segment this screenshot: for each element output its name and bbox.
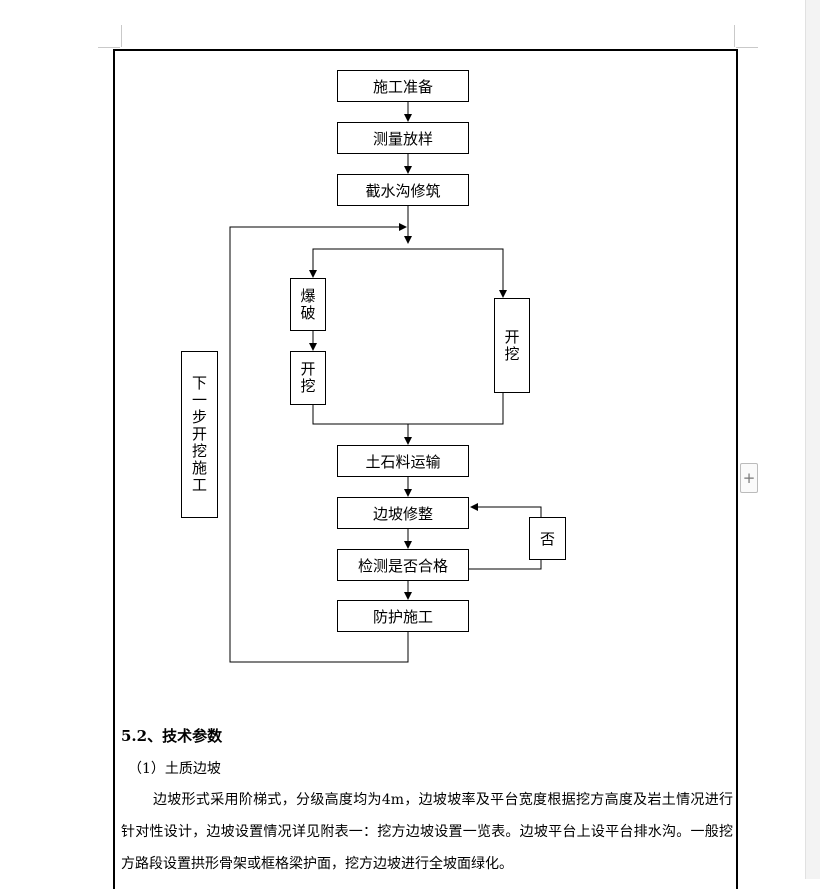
- line-split-horizontal: [312, 248, 504, 297]
- crop-mark-top-right-v: [734, 25, 735, 47]
- flow-step-trim: 边坡修整: [337, 497, 469, 529]
- line-loop-back: [229, 223, 409, 663]
- line-check-to-no: [469, 559, 542, 570]
- add-content-button[interactable]: +: [740, 463, 758, 493]
- crop-mark-top-right-h: [736, 47, 758, 48]
- flow-step-transport: 土石料运输: [337, 445, 469, 477]
- flow-step-blast: 爆破: [290, 278, 326, 331]
- section-subheading: （1）土质边坡: [128, 761, 221, 777]
- section-heading: 5.2、技术参数: [121, 727, 223, 745]
- flow-step-excavate-left: 开挖: [290, 351, 326, 405]
- line-merge: [312, 393, 504, 425]
- flow-step-excavate-right: 开挖: [494, 298, 530, 393]
- body-paragraph: 边坡形式采用阶梯式，分级高度均为4m，边坡坡率及平台宽度根据挖方高度及岩土情况进…: [121, 792, 733, 872]
- flow-step-check: 检测是否合格: [337, 549, 469, 581]
- flow-step-no: 否: [529, 517, 566, 560]
- flow-step-survey: 测量放样: [337, 122, 469, 154]
- flow-step-ditch: 截水沟修筑: [337, 174, 469, 206]
- vertical-scrollbar[interactable]: [805, 0, 820, 879]
- crop-mark-top-left-v: [121, 25, 122, 47]
- crop-mark-top-left-h: [98, 47, 120, 48]
- flow-step-protect: 防护施工: [337, 600, 469, 632]
- arrow-no-to-trim: [470, 503, 542, 517]
- flow-step-prepare: 施工准备: [337, 70, 469, 102]
- document-frame: [113, 49, 738, 889]
- flow-step-next-excavation: 下一步开挖施工: [181, 351, 218, 518]
